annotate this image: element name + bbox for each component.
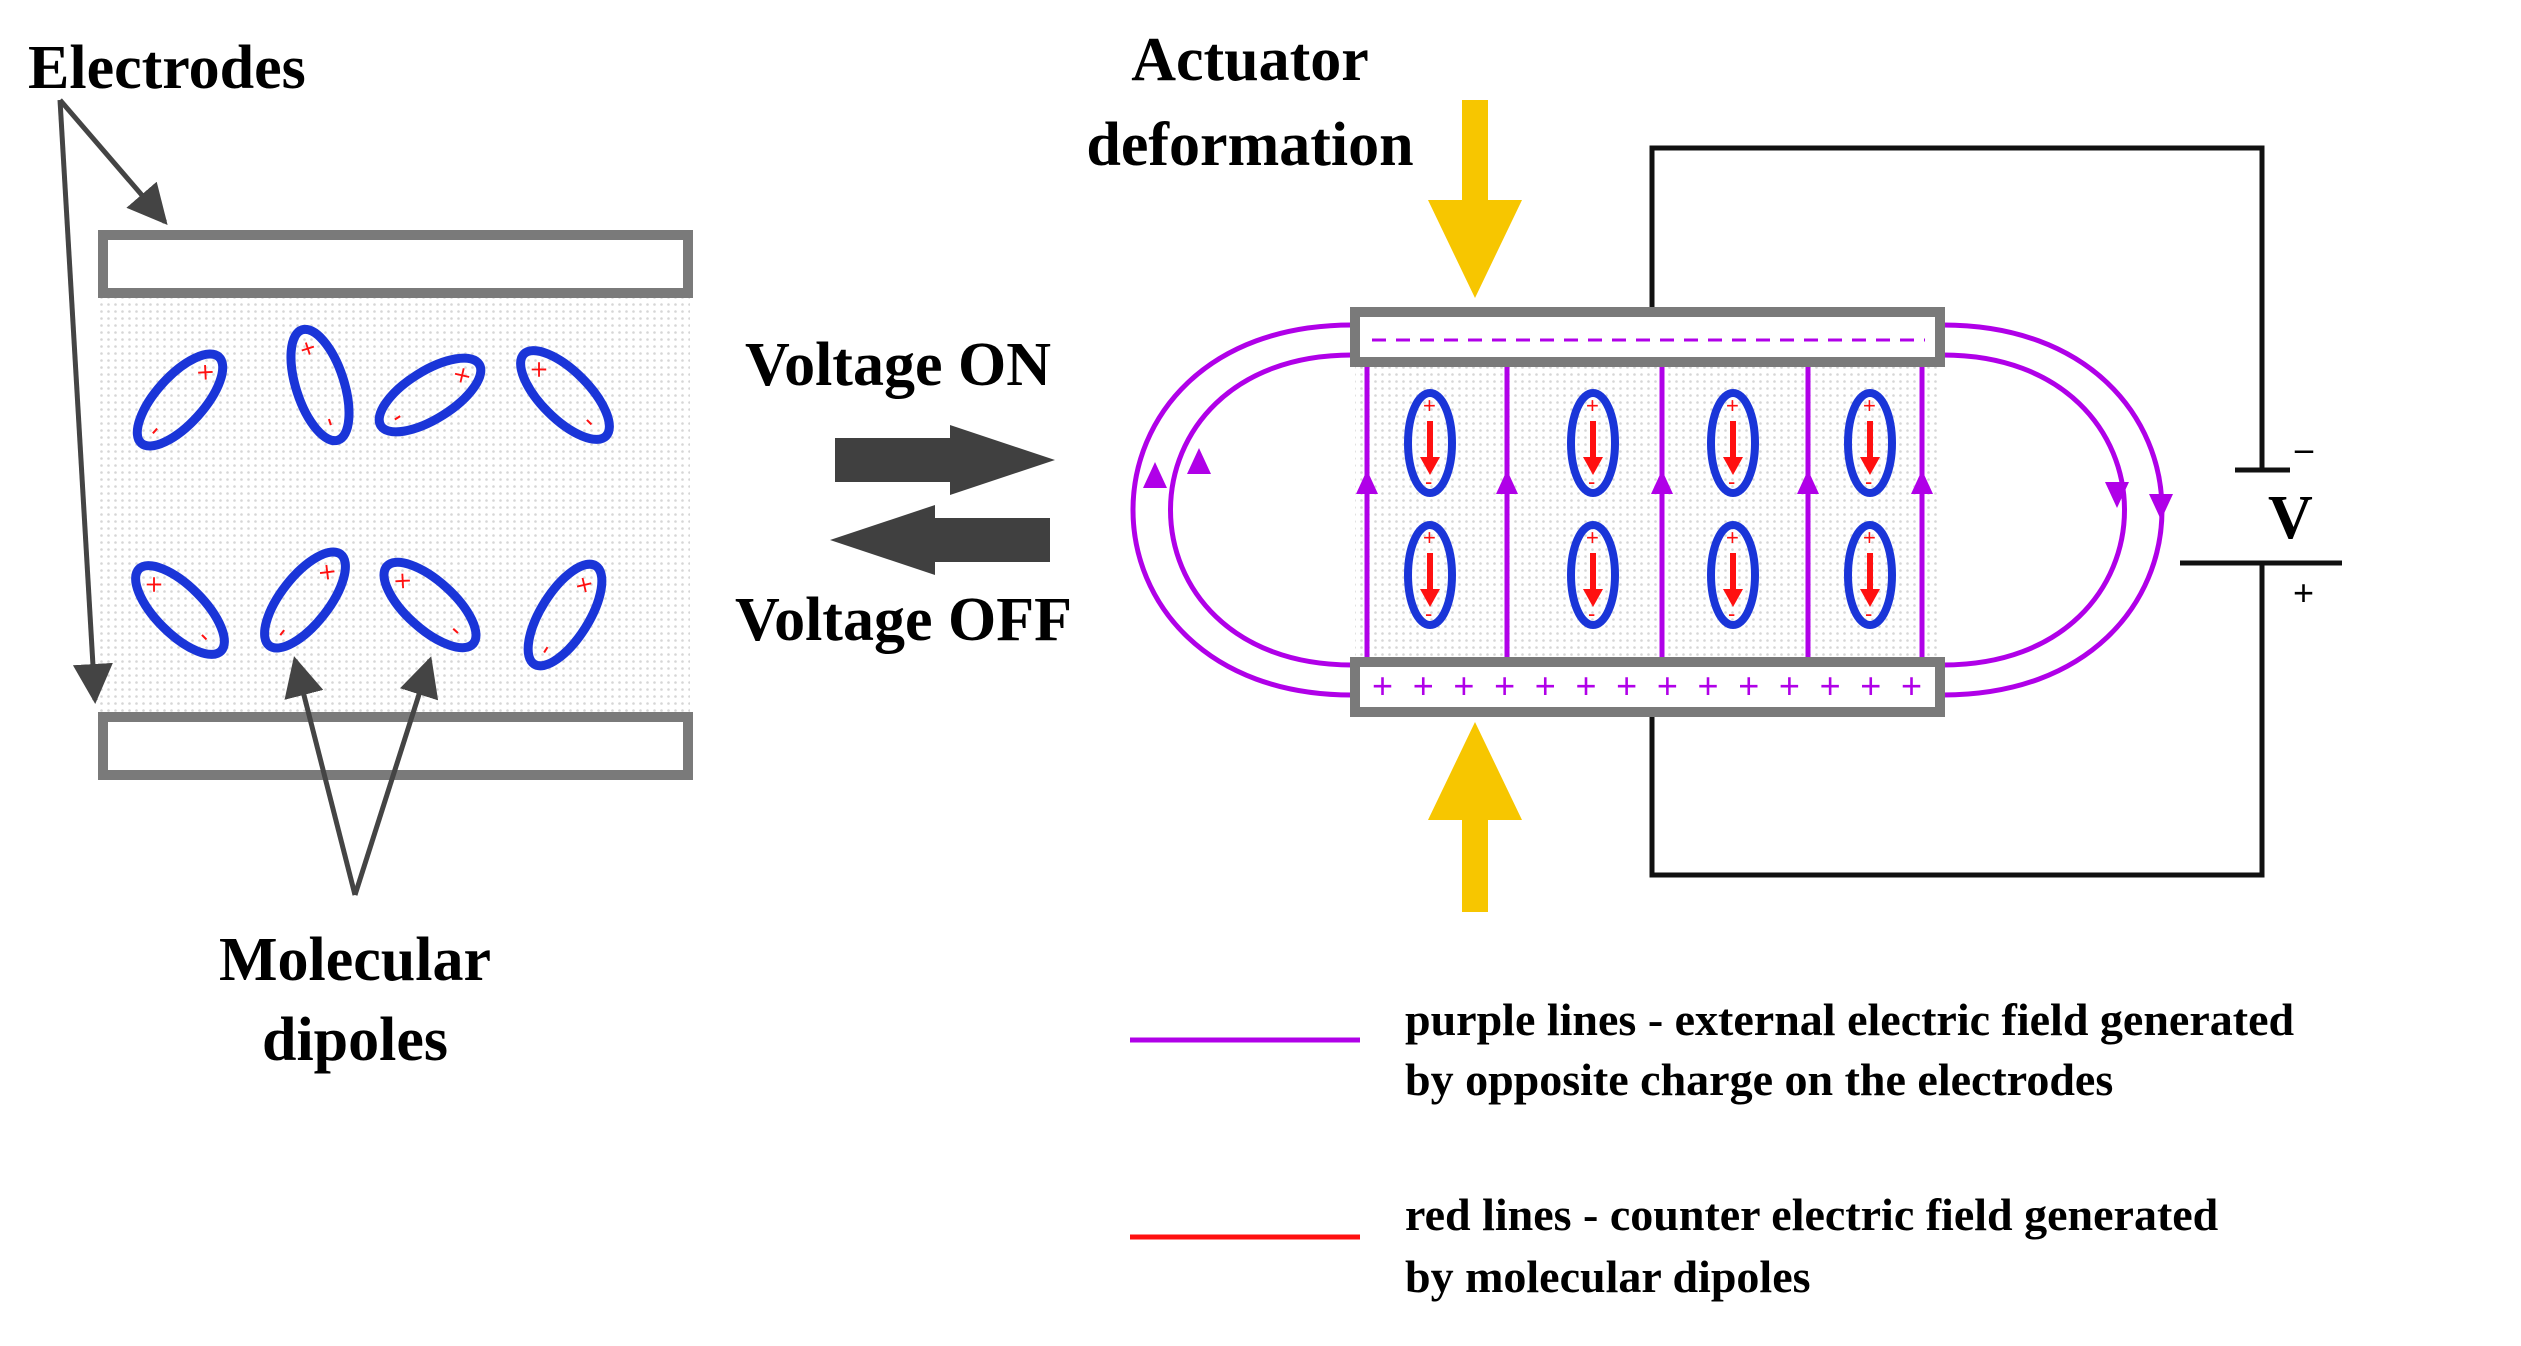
svg-text:+: + [1586, 525, 1599, 550]
svg-text:+: + [1726, 525, 1739, 550]
circuit-wire [1649, 145, 2342, 878]
svg-text:-: - [1865, 469, 1872, 494]
dipole-pointer-arrows [284, 656, 439, 896]
legend-purple-line1: purple lines - external electric field g… [1405, 994, 2294, 1045]
deformation-arrow-bottom [1428, 722, 1522, 912]
voltage-switch: Voltage ON Voltage OFF [735, 331, 1072, 654]
battery-minus-sign: – [2294, 428, 2314, 468]
svg-text:+: + [1586, 393, 1599, 418]
svg-text:+: + [1726, 393, 1739, 418]
svg-text:+: + [1423, 525, 1436, 550]
svg-text:+: + [1863, 525, 1876, 550]
svg-text:+: + [1423, 393, 1436, 418]
actuator-deformation-label-line2: deformation [1086, 111, 1413, 179]
backward-arrow [830, 505, 1050, 575]
legend-red-line2: by molecular dipoles [1405, 1251, 1811, 1302]
aligned-dipole: + - [1567, 389, 1619, 497]
svg-text:+: + [1863, 393, 1876, 418]
electrode-pointer-arrows [57, 98, 168, 704]
aligned-dipole: + - [1707, 389, 1759, 497]
aligned-dipole: + - [1404, 521, 1456, 629]
left-panel: × - + - × - × - × - [28, 34, 693, 1074]
aligned-dipole: + - [1844, 389, 1896, 497]
battery-plus-sign: + [2293, 572, 2314, 613]
top-electrode-right [1350, 307, 1945, 367]
random-dipoles: × - + - × - × - × - [131, 324, 614, 671]
field-direction-arrowheads [1143, 448, 2173, 520]
svg-text:-: - [1865, 601, 1872, 626]
dipole: × - [523, 559, 607, 671]
aligned-dipole: + - [1844, 521, 1896, 629]
dielectric-material-left [100, 285, 690, 720]
svg-text:-: - [1588, 601, 1595, 626]
voltage-on-label: Voltage ON [745, 331, 1051, 399]
svg-text:-: - [1728, 601, 1735, 626]
forward-arrow [835, 425, 1055, 495]
actuator-deformation-label-line1: Actuator [1131, 26, 1369, 94]
positive-charges: + + + + + + + + + + + + + + [1372, 665, 1922, 706]
aligned-dipole: + - [1404, 389, 1456, 497]
molecular-dipoles-label-line2: dipoles [262, 1006, 448, 1074]
battery-voltage-label: V [2268, 484, 2313, 552]
legend-purple-line2: by opposite charge on the electrodes [1405, 1054, 2113, 1105]
right-panel: Actuator deformation – V + [1086, 26, 2342, 912]
top-electrode-left [98, 230, 693, 298]
molecular-dipoles-label-line1: Molecular [219, 926, 491, 994]
aligned-dipole: + - [1707, 521, 1759, 629]
svg-text:-: - [1728, 469, 1735, 494]
legend-red-line1: red lines - counter electric field gener… [1405, 1189, 2219, 1240]
aligned-dipoles: + - + - + - + - [1404, 389, 1896, 629]
dielectric-material-right [1355, 362, 1940, 662]
electrodes-label: Electrodes [28, 34, 306, 102]
svg-text:-: - [1425, 469, 1432, 494]
aligned-dipole: + - [1567, 521, 1619, 629]
legend: purple lines - external electric field g… [1130, 994, 2294, 1302]
voltage-off-label: Voltage OFF [735, 586, 1072, 654]
deformation-arrow-top [1428, 100, 1522, 298]
svg-text:-: - [1588, 469, 1595, 494]
bottom-electrode-right: + + + + + + + + + + + + + + [1350, 657, 1945, 717]
svg-text:-: - [1425, 601, 1432, 626]
